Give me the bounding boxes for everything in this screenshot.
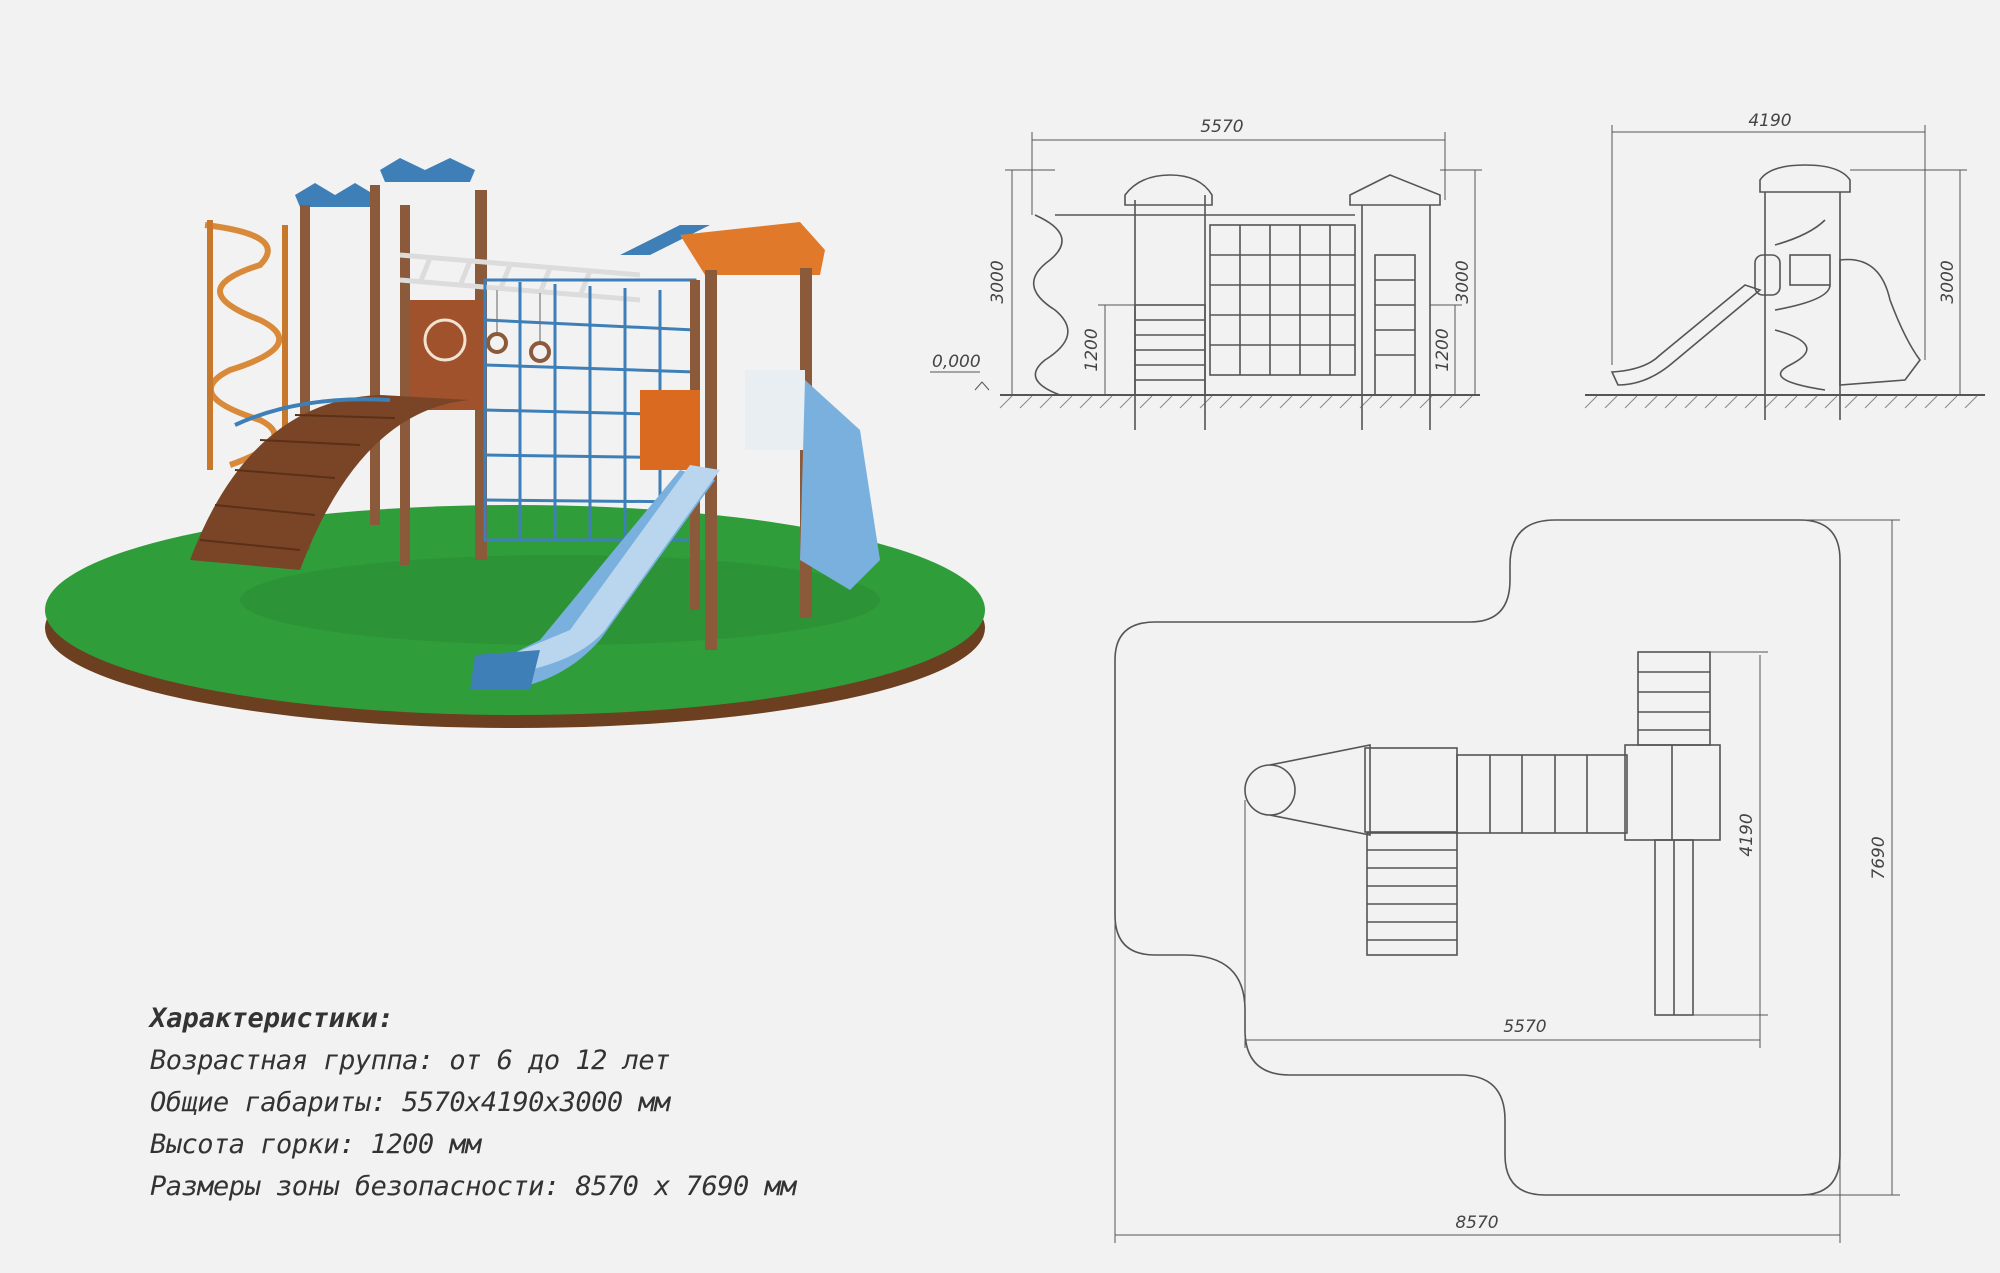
front-height-right-label: 3000: [1453, 260, 1473, 303]
spec-age-group: Возрастная группа: от 6 до 12 лет: [150, 1045, 670, 1076]
orange-roof: [680, 222, 825, 275]
slide: [470, 465, 720, 690]
gym-rings: [486, 290, 551, 363]
plan-structure-width-label: 5570: [1503, 1017, 1546, 1037]
side-height-label: 3000: [1938, 260, 1958, 303]
front-width-label: 5570: [1200, 117, 1243, 137]
arch-bridge: [190, 395, 470, 570]
spiral-climber: [204, 220, 288, 470]
front-height-left-label: 3000: [988, 260, 1008, 303]
specs-heading: Характеристики:: [150, 1003, 394, 1034]
front-elevation: [930, 132, 1482, 430]
panel-brown: [410, 300, 485, 410]
ground-level-label: 0,000: [932, 352, 981, 372]
spec-slide-height: Высота горки: 1200 мм: [150, 1129, 481, 1160]
plan-safety-depth-label: 7690: [1869, 836, 1889, 879]
plan-structure-depth-label: 4190: [1737, 813, 1757, 856]
safety-zone-outline: [1114, 519, 1841, 1196]
spec-safety-zone: Размеры зоны безопасности: 8570 х 7690 м…: [150, 1171, 796, 1202]
rock-climbing-wall: [800, 380, 880, 590]
tower-panel: [745, 370, 805, 450]
plan-safety-width-label: 8570: [1455, 1213, 1498, 1233]
slide-height-left-label: 1200: [1082, 328, 1102, 371]
spec-overall-dimensions: Общие габариты: 5570x4190x3000 мм: [150, 1087, 670, 1118]
side-elevation: [1584, 125, 1985, 420]
playground-render: [45, 158, 985, 728]
plan-view: [1114, 519, 1900, 1243]
tower: [620, 222, 880, 650]
side-width-label: 4190: [1748, 111, 1791, 131]
slide-height-right-label: 1200: [1433, 328, 1453, 371]
specifications: Характеристики: Возрастная группа: от 6 …: [150, 1003, 796, 1208]
